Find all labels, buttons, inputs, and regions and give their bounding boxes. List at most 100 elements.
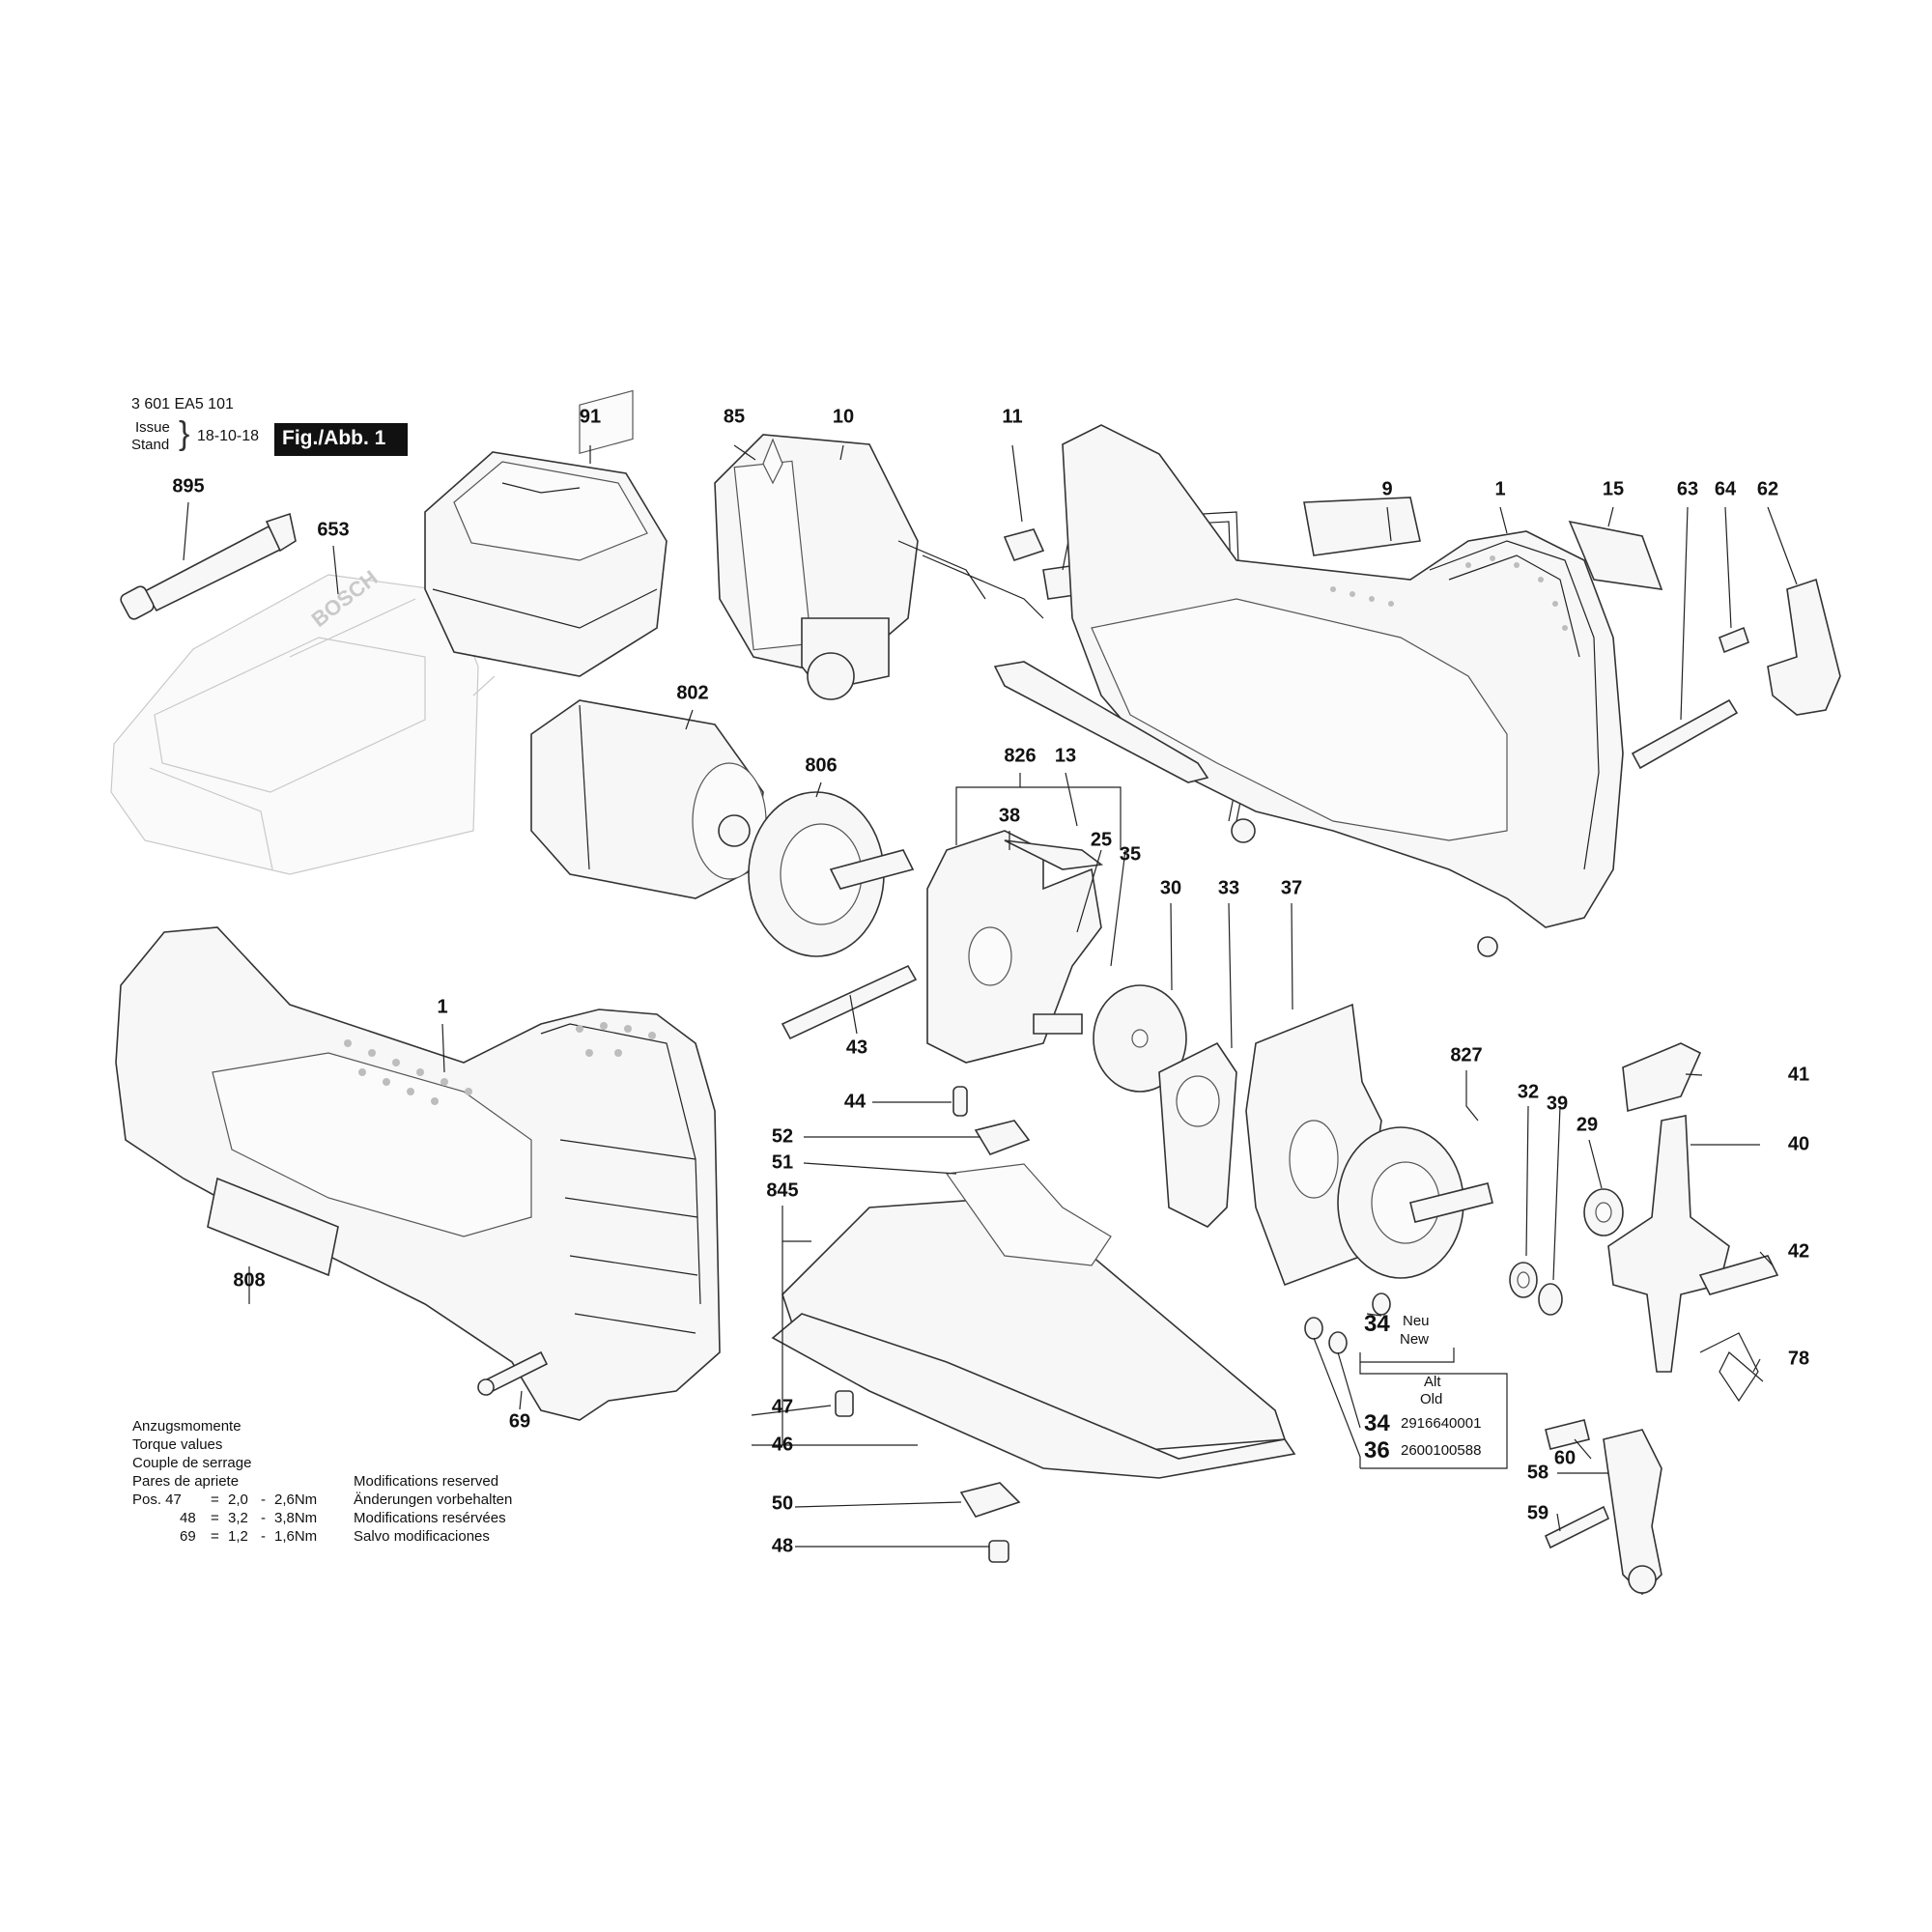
callout-47: 47 <box>771 1396 794 1418</box>
callout-64: 64 <box>1714 478 1737 500</box>
callout-62: 62 <box>1756 478 1779 500</box>
torque-row-47-dash: - <box>261 1492 266 1508</box>
callout-10: 10 <box>832 406 855 428</box>
new-label-de: Neu <box>1403 1313 1430 1329</box>
modifications-es: Salvo modificaciones <box>354 1528 490 1545</box>
callout-34-new: 34 <box>1364 1311 1390 1337</box>
lever-62 <box>1767 578 1841 716</box>
callout-41: 41 <box>1787 1064 1810 1086</box>
torque-row-47-eq: = <box>211 1492 219 1508</box>
screw-47 <box>835 1390 854 1417</box>
callout-46: 46 <box>771 1434 794 1456</box>
torque-row-69-min: 1,2 <box>228 1528 248 1545</box>
torque-row-69-max: 1,6Nm <box>274 1528 318 1545</box>
callout-13: 13 <box>1054 745 1077 767</box>
screw-48 <box>988 1540 1009 1563</box>
callout-52: 52 <box>771 1125 794 1148</box>
leader-lines <box>183 444 1798 1548</box>
torque-row-47-max: 2,6Nm <box>274 1492 318 1508</box>
cover-15 <box>1568 520 1663 590</box>
callout-15: 15 <box>1602 478 1625 500</box>
callout-91: 91 <box>579 406 602 428</box>
doc-number: 3 601 EA5 101 <box>131 396 234 412</box>
torque-row-48-max: 3,8Nm <box>274 1510 318 1526</box>
callout-48: 48 <box>771 1535 794 1557</box>
callout-1-housing: 1 <box>1494 478 1506 500</box>
torque-row-69-dash: - <box>261 1528 266 1545</box>
modifications-fr: Modifications resérvées <box>354 1510 506 1526</box>
torque-row-48-min: 3,2 <box>228 1510 248 1526</box>
torque-row-69-pos: 69 <box>180 1528 196 1545</box>
clamp-piece-50 <box>959 1482 1021 1518</box>
pad-60 <box>1545 1419 1590 1450</box>
grease-tube-895 <box>120 512 297 620</box>
callout-826: 826 <box>1004 745 1037 767</box>
figure-label: Fig./Abb. 1 <box>282 427 386 449</box>
callout-806: 806 <box>805 754 838 777</box>
washers-34-36-old <box>1304 1317 1348 1354</box>
clamp-52 <box>974 1120 1031 1155</box>
plate-33 <box>1158 1041 1237 1228</box>
bracket-13 <box>993 661 1209 783</box>
modifications-en: Modifications reserved <box>354 1473 499 1490</box>
callout-85: 85 <box>723 406 746 428</box>
gear-housing-826 <box>926 830 1104 1064</box>
part-number-36: 2600100588 <box>1401 1442 1482 1459</box>
pin-59 <box>1544 1505 1610 1549</box>
housing-half-1-top <box>1062 424 1624 957</box>
issue-label: Issue <box>135 419 170 436</box>
callout-34-old: 34 <box>1364 1410 1390 1436</box>
battery-pack-91 <box>424 389 668 677</box>
torque-row-48-pos: 48 <box>180 1510 196 1526</box>
callout-32: 32 <box>1517 1081 1540 1103</box>
callout-69: 69 <box>508 1410 531 1433</box>
figure-badge: Fig./Abb. 1 <box>274 423 408 456</box>
callout-59: 59 <box>1526 1502 1549 1524</box>
torque-row-47-pos: Pos. 47 <box>132 1492 182 1508</box>
callout-60: 60 <box>1553 1447 1577 1469</box>
shoe-plate-46 <box>771 1313 1296 1479</box>
modifications-de: Änderungen vorbehalten <box>354 1492 513 1508</box>
callout-827: 827 <box>1450 1044 1483 1066</box>
callout-58: 58 <box>1526 1462 1549 1484</box>
lever-58 <box>1603 1429 1662 1596</box>
washer-30 <box>1093 984 1187 1093</box>
tool-housing-1 <box>115 926 721 1421</box>
callout-37: 37 <box>1280 877 1303 899</box>
callout-9: 9 <box>1381 478 1393 500</box>
washer-32 <box>1509 1262 1538 1298</box>
torque-title-es: Pares de apriete <box>132 1473 240 1490</box>
callout-43: 43 <box>845 1037 868 1059</box>
callout-39: 39 <box>1546 1093 1569 1115</box>
motor-802 <box>530 699 767 899</box>
issue-date: 18-10-18 <box>197 428 260 444</box>
callout-1-tool: 1 <box>437 996 448 1018</box>
pin-44 <box>952 1086 968 1117</box>
torque-title-fr: Couple de serrage <box>132 1455 252 1471</box>
callout-895: 895 <box>172 475 205 497</box>
clip-42 <box>1698 1255 1779 1295</box>
screw-69 <box>477 1350 549 1396</box>
torque-row-48-eq: = <box>211 1510 219 1526</box>
bevel-gear-806 <box>748 791 915 957</box>
torque-row-48-dash: - <box>261 1510 266 1526</box>
callout-42: 42 <box>1787 1240 1810 1263</box>
new-label-en: New <box>1400 1331 1430 1348</box>
callout-36: 36 <box>1364 1437 1390 1463</box>
spring-78 <box>1699 1332 1764 1403</box>
brace-glyph: } <box>179 415 190 452</box>
torque-row-69-eq: = <box>211 1528 219 1545</box>
callout-51: 51 <box>771 1151 794 1174</box>
circlip-39 <box>1538 1283 1563 1316</box>
block-41 <box>1622 1042 1702 1113</box>
callout-30: 30 <box>1159 877 1182 899</box>
callout-11: 11 <box>1002 406 1023 428</box>
support-roller-29 <box>1583 1188 1624 1236</box>
callout-78: 78 <box>1787 1348 1810 1370</box>
old-label-en: Old <box>1420 1391 1443 1407</box>
pin-63 <box>1631 698 1739 770</box>
screw-64 <box>1719 626 1749 654</box>
rod-43 <box>781 964 918 1040</box>
washer-34-new <box>1372 1293 1391 1316</box>
torque-row-47-min: 2,0 <box>228 1492 248 1508</box>
